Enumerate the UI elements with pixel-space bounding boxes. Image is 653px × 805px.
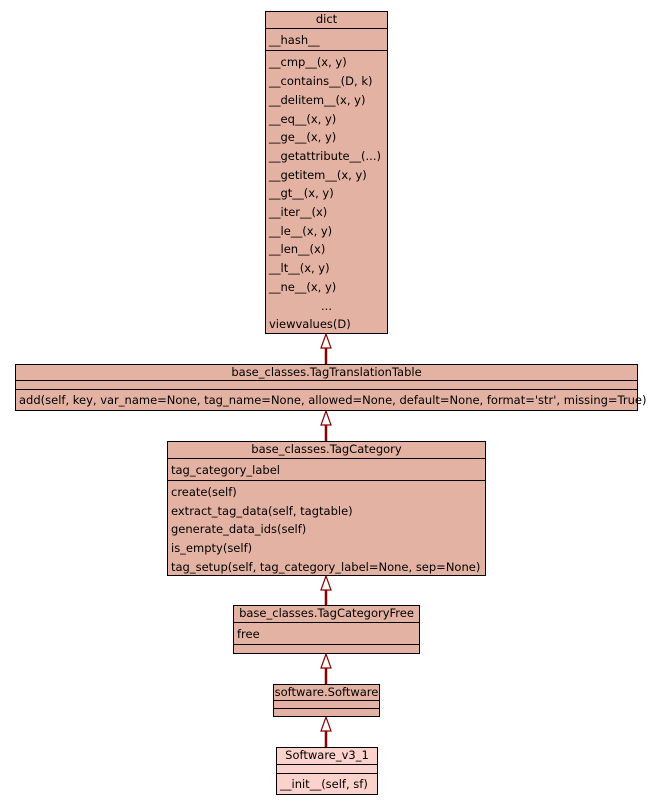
method: __lt__(x, y) (269, 261, 330, 276)
arrowhead-tagcategory (320, 574, 332, 591)
methods-section: __init__(self, sf) (277, 774, 377, 794)
class-dict[interactable]: dict __hash__ __cmp__(x, y) __contains__… (265, 11, 388, 334)
class-title: dict (266, 12, 387, 29)
method-ellipsis: ... (321, 298, 332, 313)
attribute: __hash__ (269, 32, 320, 47)
attribute: free (237, 626, 260, 641)
method: __len__(x) (269, 242, 326, 257)
attributes-section (274, 701, 379, 710)
attributes-section: free (234, 623, 419, 646)
method: __cmp__(x, y) (269, 55, 347, 70)
method: __gt__(x, y) (269, 186, 334, 201)
method: tag_setup(self, tag_category_label=None,… (171, 559, 481, 574)
methods-section: add(self, key, var_name=None, tag_name=N… (16, 390, 647, 410)
method: __contains__(D, k) (269, 74, 373, 89)
class-title: Software_v3_1 (277, 748, 377, 765)
method: extract_tag_data(self, tagtable) (171, 503, 353, 518)
attributes-section: __hash__ (266, 29, 387, 52)
method: __iter__(x) (269, 205, 328, 220)
arrowhead-software (320, 715, 332, 732)
method: is_empty(self) (171, 540, 253, 555)
methods-section: create(self) extract_tag_data(self, tagt… (168, 481, 485, 575)
class-tagcategoryfree[interactable]: base_classes.TagCategoryFree free (233, 605, 420, 654)
methods-section (234, 645, 419, 653)
method: __getattribute__(...) (269, 148, 381, 163)
methods-section (274, 709, 379, 716)
method: __getitem__(x, y) (269, 167, 367, 182)
class-software[interactable]: software.Software (273, 684, 380, 717)
method: create(self) (171, 484, 237, 499)
method: __le__(x, y) (269, 223, 333, 238)
class-software-v3-1[interactable]: Software_v3_1 __init__(self, sf) (276, 747, 378, 795)
class-title: base_classes.TagTranslationTable (16, 365, 637, 382)
attribute: tag_category_label (171, 462, 280, 477)
method: __ge__(x, y) (269, 130, 337, 145)
attributes-section: tag_category_label (168, 459, 485, 481)
arrowhead-dict (320, 332, 332, 349)
method: add(self, key, var_name=None, tag_name=N… (19, 393, 647, 408)
methods-section: __cmp__(x, y) __contains__(D, k) __delit… (266, 51, 387, 333)
class-title: base_classes.TagCategory (168, 442, 485, 459)
class-title: software.Software (274, 685, 379, 702)
method: __ne__(x, y) (269, 279, 337, 294)
class-tagcategory[interactable]: base_classes.TagCategory tag_category_la… (167, 441, 486, 576)
method: generate_data_ids(self) (171, 522, 307, 537)
attributes-section (16, 381, 637, 391)
method: __init__(self, sf) (280, 776, 368, 791)
method: __delitem__(x, y) (269, 92, 366, 107)
arrowhead-tagcategoryfree (320, 652, 332, 669)
class-title: base_classes.TagCategoryFree (234, 606, 419, 623)
class-tagtranslationtable[interactable]: base_classes.TagTranslationTable add(sel… (15, 364, 647, 411)
method: viewvalues(D) (269, 317, 351, 332)
arrowhead-tagtranslationtable (320, 409, 332, 426)
method: __eq__(x, y) (269, 111, 337, 126)
attributes-section (277, 765, 377, 774)
